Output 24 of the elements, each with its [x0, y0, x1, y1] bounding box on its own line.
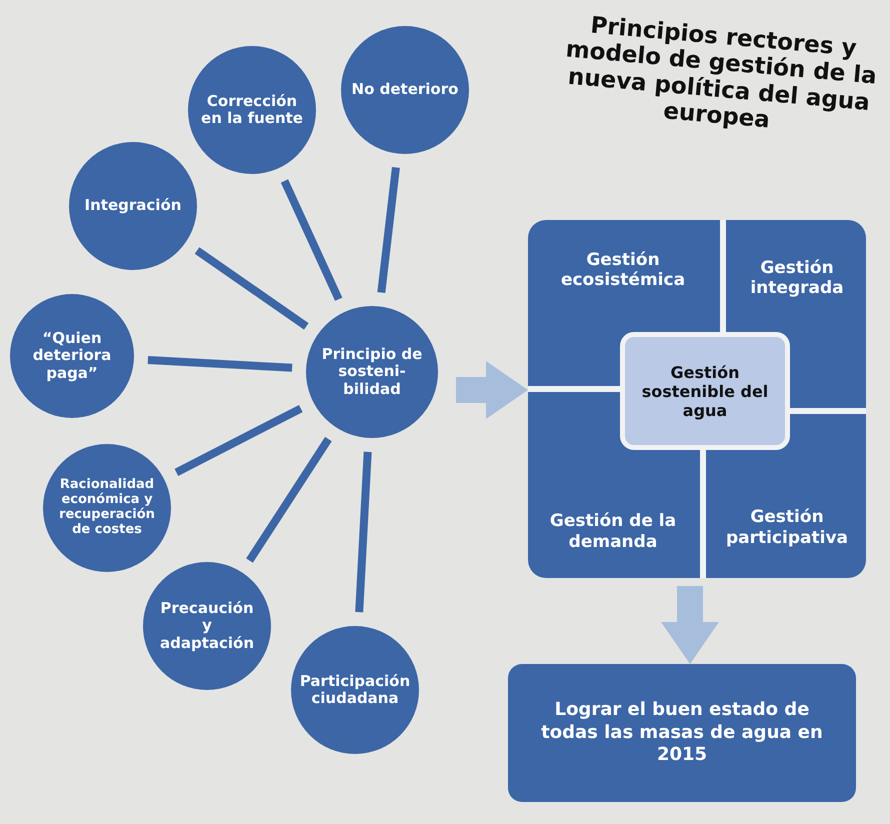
- title: Principios rectores y modelo de gestión de la nueva política del agua europea: [564, 12, 879, 136]
- principle-circle: No deterioro: [341, 26, 469, 154]
- principle-circle: “Quien deteriora paga”: [10, 294, 134, 418]
- center-box: Gestión sostenible del agua: [620, 332, 790, 450]
- principle-circle: Integración: [69, 142, 197, 270]
- connector-line: [246, 436, 332, 563]
- connector-line: [280, 179, 342, 301]
- block-arrow: [456, 361, 528, 419]
- connector-line: [194, 247, 309, 330]
- principle-circle: Racionalidad económica y recuperación de costes: [43, 444, 171, 572]
- connector-line: [148, 356, 292, 372]
- quadrant-title: Gestión participativa: [708, 454, 866, 578]
- principle-circle: Precaución y adaptación: [143, 562, 271, 690]
- connector-line: [355, 452, 372, 612]
- principle-circle: Participación ciudadana: [291, 626, 419, 754]
- goal-box: Lograr el buen estado de todas las masas de agua en 2015: [508, 664, 856, 802]
- connector-line: [377, 167, 400, 293]
- principle-circle: Corrección en la fuente: [188, 46, 316, 174]
- quadrant-title: Gestión ecosistémica: [528, 220, 718, 328]
- principle-circle: Principio de sosteni- bilidad: [306, 306, 438, 438]
- block-arrow: [661, 586, 719, 664]
- grid-panel: [528, 220, 866, 578]
- quadrant-title: Gestión de la demanda: [528, 454, 698, 578]
- quadrant-title: Gestión integrada: [728, 220, 866, 330]
